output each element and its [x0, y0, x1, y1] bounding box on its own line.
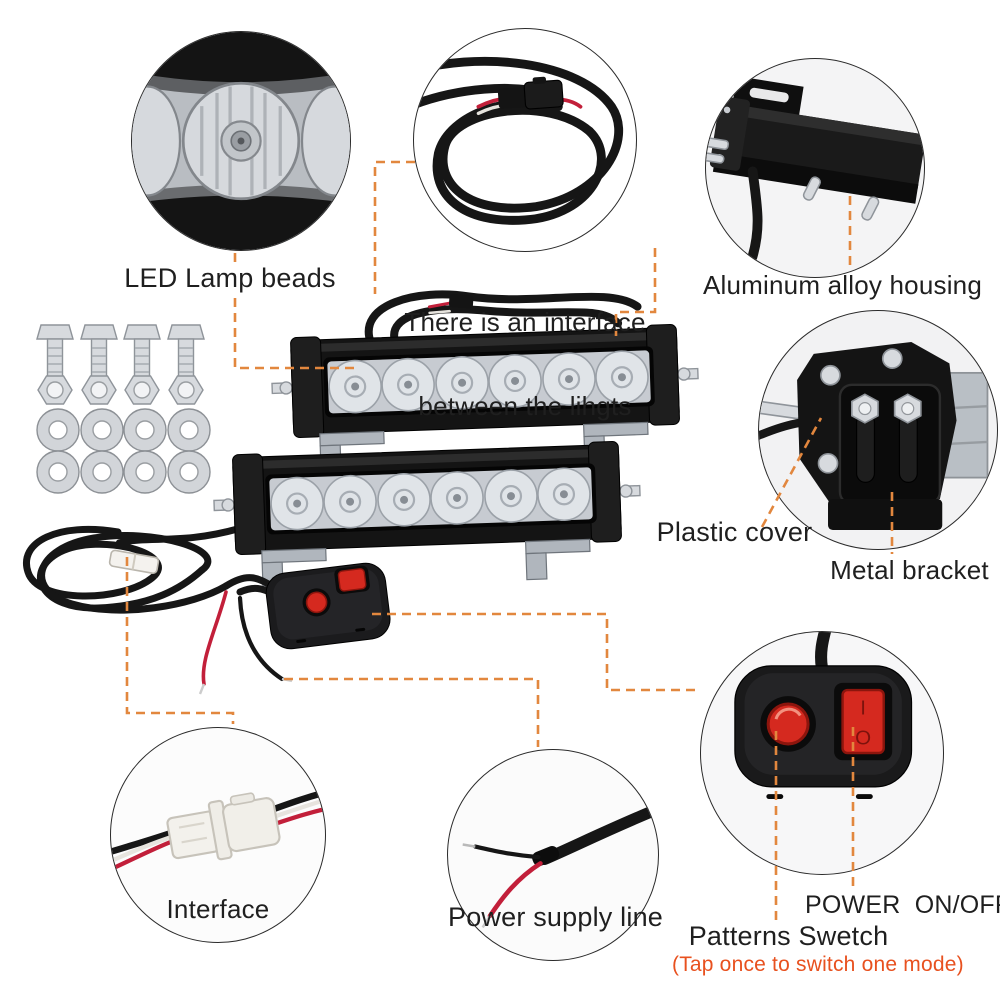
bracket-photo: [758, 310, 998, 550]
led-lens-closeup-icon: [132, 32, 350, 250]
plastic-cover-label: Plastic cover: [656, 517, 813, 547]
between-label-line1: There is an interface: [404, 307, 646, 337]
led-lens-photo: [131, 31, 351, 251]
metal-bracket-label: Metal bracket: [830, 555, 989, 585]
aluminum-housing-photo: [705, 58, 925, 278]
interface-label: Interface: [166, 894, 270, 924]
wire-with-connector-icon: [414, 56, 624, 225]
mounting-bracket-icon: [759, 341, 989, 530]
led-label: LED Lamp beads: [124, 263, 336, 293]
control-switch-icon: I O: [734, 632, 913, 799]
light-bar-bottom: [115, 441, 641, 590]
between-label-line2: between the lihgts: [418, 391, 632, 421]
bolts-and-nuts: [36, 324, 205, 405]
power-onoff-label: POWER ON/OFF: [805, 891, 1000, 919]
aluminum-label: Aluminum alloy housing: [703, 270, 982, 300]
aluminum-housing-icon: [706, 76, 924, 263]
led-lenses-top: [328, 350, 649, 414]
connector-photo: [110, 727, 326, 943]
led-lenses-bottom: [270, 467, 591, 531]
patterns-switch-label: Patterns Swetch: [688, 921, 889, 951]
power-supply-label: Power supply line: [448, 902, 664, 932]
center-product-scene: [23, 290, 699, 695]
rocker-off-mark: O: [855, 727, 871, 750]
white-plug-icon: [111, 789, 325, 872]
between-label: There is an interface between the lihgts: [393, 252, 657, 448]
rocker-on-mark: I: [860, 696, 866, 719]
washers: [36, 408, 211, 494]
switch-photo: I O: [700, 631, 944, 875]
switch-box: [265, 562, 391, 650]
black-lead-wire: [237, 595, 285, 682]
interface-wire-photo: [413, 28, 637, 252]
patterns-switch-note: (Tap once to switch one mode): [672, 953, 964, 976]
red-lead-wire: [201, 590, 228, 686]
power-wire-photo: [447, 749, 659, 961]
